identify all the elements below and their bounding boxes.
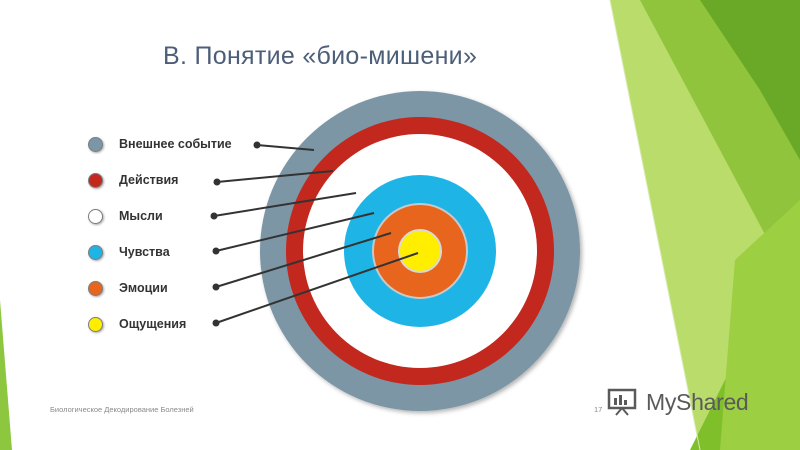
legend-dot <box>88 208 103 224</box>
legend-label: Эмоции <box>119 281 168 295</box>
legend-item: Ощущения <box>88 312 186 336</box>
legend-item: Чувства <box>88 240 170 264</box>
page-number: 17 <box>594 405 603 414</box>
footer-text: Биологическое Декодирование Болезней <box>50 405 194 414</box>
legend-item: Эмоции <box>88 276 168 300</box>
legend-item: Действия <box>88 168 178 192</box>
legend-label: Ощущения <box>119 317 187 331</box>
legend-item: Мысли <box>88 204 163 228</box>
slide-title: В. Понятие «био-мишени» <box>163 42 478 70</box>
legend-dot <box>88 244 103 260</box>
ring-sensations <box>398 229 442 273</box>
watermark: MyShared <box>606 388 749 416</box>
legend-label: Чувства <box>119 245 170 259</box>
legend-label: Мысли <box>119 209 163 223</box>
legend-dot <box>88 280 103 296</box>
watermark-text: MyShared <box>646 388 749 415</box>
legend-arrows <box>210 141 419 327</box>
legend-dot <box>88 172 103 188</box>
legend-label: Действия <box>119 173 179 187</box>
legend-label: Внешнее событие <box>119 137 232 151</box>
legend-dot <box>88 316 103 332</box>
presentation-icon <box>607 388 637 416</box>
legend-dot <box>88 136 103 152</box>
legend-item: Внешнее событие <box>88 132 232 156</box>
